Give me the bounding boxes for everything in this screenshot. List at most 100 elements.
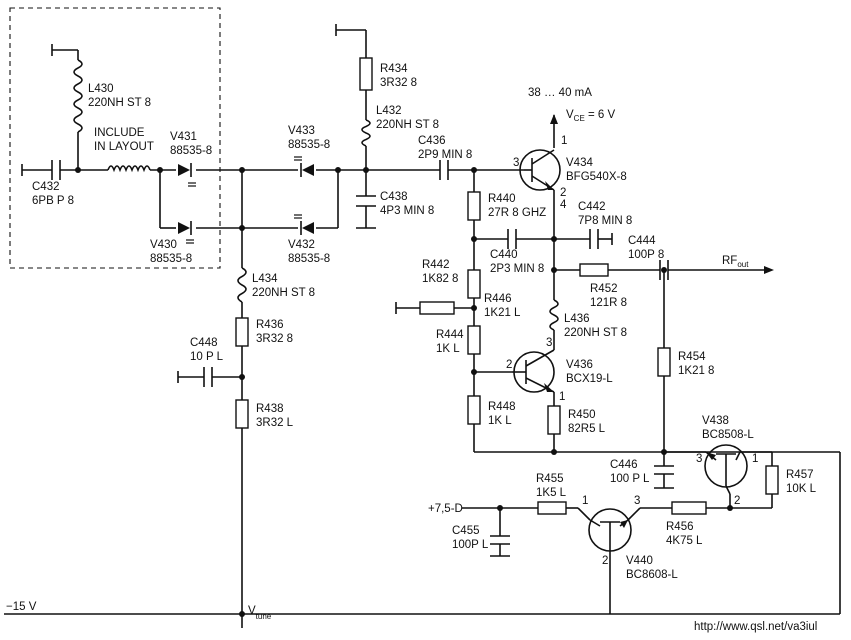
value-r438: 3R32 L	[256, 417, 294, 429]
resistor-r457	[765, 465, 779, 495]
label-l436: L436	[564, 313, 590, 325]
pin-v438-3: 3	[696, 453, 702, 465]
value-r440: 27R 8 GHZ	[488, 207, 546, 219]
label-include: INCLUDE	[94, 127, 145, 139]
inductor-l434	[237, 267, 247, 303]
label-v434: V434	[566, 157, 593, 169]
pin-v440-1: 1	[582, 495, 588, 507]
label-c436: C436	[418, 135, 446, 147]
value-r456: 4K75 L	[666, 535, 703, 547]
label-r442: R442	[422, 259, 450, 271]
label-l432: L432	[376, 105, 402, 117]
label-c442: C442	[578, 201, 606, 213]
inductor-l432	[361, 119, 371, 147]
pin-v440-3: 3	[634, 495, 640, 507]
label-in-layout: IN LAYOUT	[94, 141, 154, 153]
capacitors	[51, 160, 674, 545]
inductor-l430	[73, 59, 83, 133]
label-v430: V430	[150, 239, 177, 251]
value-r452: 121R 8	[590, 297, 627, 309]
resistor-r456	[671, 501, 707, 515]
value-l430: 220NH ST 8	[88, 97, 151, 109]
value-c440: 2P3 MIN 8	[490, 263, 544, 275]
value-v440: BC8608-L	[626, 569, 678, 581]
value-r436: 3R32 8	[256, 333, 293, 345]
label-c432: C432	[32, 181, 60, 193]
value-r455: 1K5 L	[536, 487, 567, 499]
value-v434: BFG540X-8	[566, 171, 627, 183]
value-r457: 10K L	[786, 483, 817, 495]
capacitor-c440	[507, 229, 517, 249]
capacitor-c444	[659, 260, 669, 280]
pin-v436-3: 3	[546, 337, 552, 349]
transistors	[512, 149, 748, 556]
value-c432: 6PB P 8	[32, 195, 74, 207]
pin-v434-2: 2	[560, 187, 566, 199]
pin-v434-4: 4	[560, 199, 567, 211]
value-r442: 1K82 8	[422, 273, 458, 285]
label-c440: C440	[490, 249, 518, 261]
value-v436: BCX19-L	[566, 373, 613, 385]
value-r450: 82R5 L	[568, 423, 606, 435]
diode-v432	[294, 214, 314, 235]
capacitor-c432	[51, 160, 61, 180]
value-l434: 220NH ST 8	[252, 287, 315, 299]
layout-region-box	[9, 7, 221, 269]
value-r446: 1K21 L	[484, 307, 521, 319]
value-l432: 220NH ST 8	[376, 119, 439, 131]
value-c436: 2P9 MIN 8	[418, 149, 472, 161]
value-v433: 88535-8	[288, 139, 330, 151]
label-c448: C448	[190, 337, 218, 349]
resistor-r455	[537, 501, 567, 515]
label-minus-15v: −15 V	[6, 601, 37, 613]
label-r456: R456	[666, 521, 694, 533]
diode-v430	[178, 221, 194, 244]
resistor-r444	[467, 325, 481, 355]
label-v438: V438	[702, 415, 729, 427]
resistors	[235, 57, 779, 515]
pin-v440-2: 2	[602, 555, 608, 567]
resistor-r452	[579, 263, 609, 277]
ground-symbols	[21, 24, 674, 557]
value-c448: 10 P L	[190, 351, 224, 363]
value-r434: 3R32 8	[380, 77, 417, 89]
watermark-url: http://www.qsl.net/va3iul	[694, 621, 817, 633]
label-r446: R446	[484, 293, 512, 305]
value-c444: 100P 8	[628, 249, 664, 261]
resistor-r448	[467, 395, 481, 425]
component-labels: L430 220NH ST 8 INCLUDE IN LAYOUT C432 6…	[6, 63, 817, 633]
transistor-v436	[512, 349, 555, 393]
label-r440: R440	[488, 193, 516, 205]
capacitor-c438	[356, 195, 376, 207]
label-v433: V433	[288, 125, 315, 137]
label-c438: C438	[380, 191, 408, 203]
value-c442: 7P8 MIN 8	[578, 215, 632, 227]
transistor-v440	[588, 508, 632, 556]
label-r455: R455	[536, 473, 564, 485]
value-l436: 220NH ST 8	[564, 327, 627, 339]
label-c446: C446	[610, 459, 638, 471]
value-r448: 1K L	[488, 415, 512, 427]
value-c446: 100 P L	[610, 473, 650, 485]
value-v432: 88535-8	[288, 253, 330, 265]
label-c455: C455	[452, 525, 480, 537]
pin-v438-2: 2	[734, 495, 740, 507]
capacitor-c442	[589, 229, 599, 249]
vce-arrow	[550, 114, 558, 124]
transistor-v438	[704, 444, 748, 495]
value-v438: BC8508-L	[702, 429, 754, 441]
resistor-r434	[359, 57, 373, 91]
label-r444: R444	[436, 329, 464, 341]
value-c438: 4P3 MIN 8	[380, 205, 434, 217]
value-v431: 88535-8	[170, 145, 212, 157]
resistor-r442	[467, 269, 481, 299]
pin-v438-1: 1	[752, 453, 758, 465]
label-v432: V432	[288, 239, 315, 251]
pin-numbers: 1 3 2 4 3 2 1 3 1 2 1 3 2	[506, 135, 758, 567]
resistor-r436	[235, 317, 249, 347]
capacitor-c455	[490, 535, 510, 545]
value-v430: 88535-8	[150, 253, 192, 265]
diode-v433	[294, 156, 314, 177]
junction-dots	[75, 167, 733, 617]
